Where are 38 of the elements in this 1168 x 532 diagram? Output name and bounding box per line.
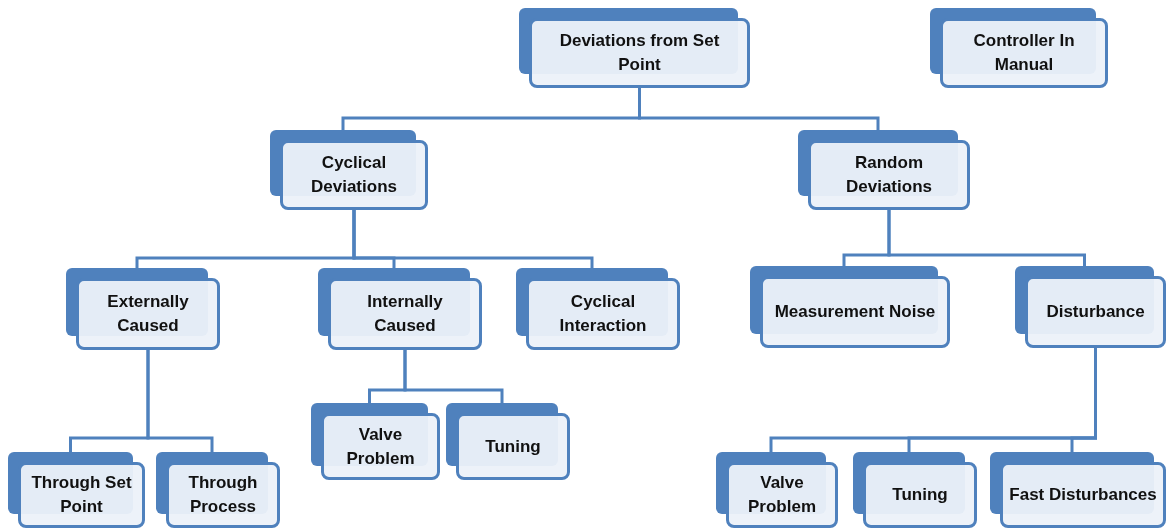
- process-box: [750, 266, 950, 348]
- process-box: [516, 268, 680, 350]
- process-box: [798, 130, 970, 210]
- box-label: Fast Disturbances: [1009, 484, 1157, 506]
- process-box: [446, 403, 570, 480]
- box-label: Valve Problem: [345, 423, 416, 470]
- connector-line: [352, 210, 594, 268]
- box-label: Externally Caused: [106, 291, 190, 337]
- box-label: Random Deviations: [845, 152, 933, 198]
- box-label: Through Set Point: [30, 472, 133, 518]
- box-label: Internally Caused: [366, 291, 444, 337]
- process-box: [930, 8, 1108, 88]
- box-label: Disturbance: [1046, 301, 1145, 323]
- connector-line: [1070, 348, 1097, 452]
- box-label: Tuning: [485, 435, 541, 458]
- connector-line: [146, 350, 214, 452]
- process-box: [519, 8, 750, 88]
- box-label: Tuning: [892, 484, 948, 506]
- process-box: [990, 452, 1166, 528]
- process-box: [1015, 266, 1166, 348]
- process-box: [318, 268, 482, 350]
- box-label: Deviations from Set Point: [558, 30, 721, 76]
- process-box: [8, 452, 145, 528]
- connector-line: [887, 210, 1086, 266]
- process-box: [853, 452, 977, 528]
- box-label: Cyclical Deviations: [310, 152, 398, 198]
- process-box: [66, 268, 220, 350]
- connector-line: [638, 88, 880, 130]
- process-box: [270, 130, 428, 210]
- connector-line: [403, 350, 504, 403]
- box-label: Cyclical Interaction: [558, 291, 648, 337]
- box-label: Controller In Manual: [972, 30, 1076, 76]
- box-label: Valve Problem: [747, 472, 817, 518]
- process-box: [156, 452, 280, 528]
- process-box: [311, 403, 440, 480]
- process-box: [716, 452, 838, 528]
- box-label: Through Process: [187, 472, 259, 518]
- box-label: Measurement Noise: [774, 301, 936, 323]
